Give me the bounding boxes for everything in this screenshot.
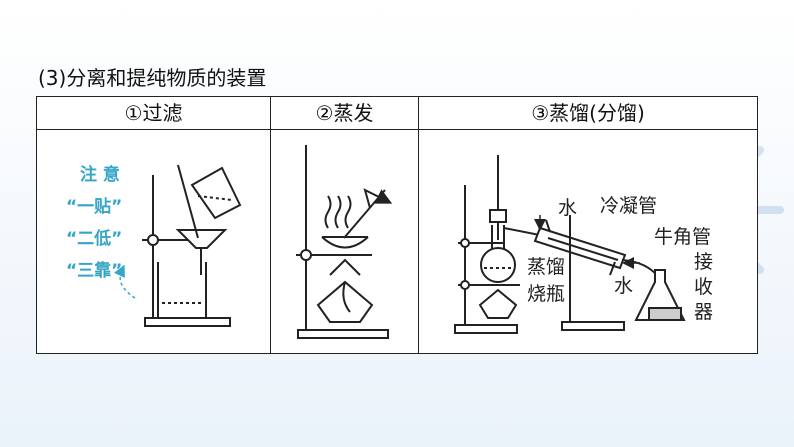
label-flask-1: 蒸馏: [527, 256, 565, 278]
label-adapter: 牛角管: [654, 226, 711, 248]
distillation-apparatus: [454, 155, 686, 334]
filtration-apparatus: [142, 164, 242, 327]
column-divider: [418, 97, 419, 353]
note-three-lean: “三靠”: [66, 260, 122, 281]
label-water-bottom: 水: [614, 275, 633, 297]
label-water-top: 水: [558, 197, 577, 219]
column-divider: [270, 97, 271, 353]
note-one-stick: “一贴”: [66, 196, 122, 217]
note-attention: 注 意: [80, 164, 120, 185]
label-receiver-2: 收: [694, 276, 713, 298]
evaporation-apparatus: [296, 145, 393, 339]
label-flask-2: 烧瓶: [527, 283, 565, 305]
header-evaporation: ②蒸发: [315, 101, 374, 125]
note-two-low: “二低”: [66, 228, 122, 249]
label-condenser: 冷凝管: [600, 195, 657, 217]
label-receiver-1: 接: [694, 251, 713, 273]
note-arrow: [114, 264, 136, 299]
apparatus-table: ①过滤 ②蒸发 ③蒸馏(分馏): [36, 96, 758, 354]
section-heading: (3)分离和提纯物质的装置: [38, 66, 267, 90]
label-receiver-3: 器: [694, 301, 713, 323]
header-filtration: ①过滤: [124, 101, 183, 125]
table-header-row: [37, 97, 757, 130]
header-distillation: ③蒸馏(分馏): [531, 101, 645, 125]
